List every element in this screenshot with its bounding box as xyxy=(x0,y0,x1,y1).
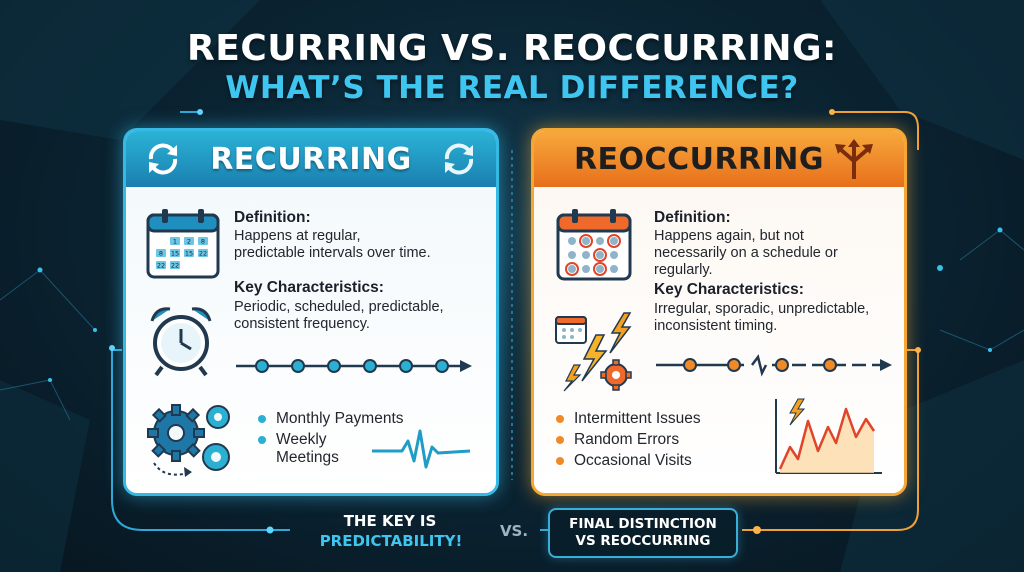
svg-text:22: 22 xyxy=(199,250,207,258)
recurring-characteristics-text: Periodic, scheduled, predictable, consis… xyxy=(234,299,444,332)
recurring-body: 1 2 8 8 15 15 22 22 22 Definition: Happens at … xyxy=(126,187,496,493)
refresh-cycle-icon xyxy=(444,143,474,175)
list-item: Weekly xyxy=(258,430,404,449)
svg-text:22: 22 xyxy=(157,262,165,270)
recurring-title: RECURRING xyxy=(210,141,412,177)
list-item: Monthly Payments xyxy=(258,409,404,428)
reoccurring-characteristics-text: Irregular, sporadic, unpredictable, inco… xyxy=(654,301,870,334)
reoccurring-card: REOCCURRING Definition: xyxy=(531,128,907,496)
list-item: Occasional Visits xyxy=(556,451,701,470)
gears-icon xyxy=(147,404,230,477)
svg-text:8: 8 xyxy=(201,238,205,246)
lightning-bolts-icon xyxy=(555,312,632,392)
svg-text:1: 1 xyxy=(173,238,177,246)
reoccurring-examples: Intermittent Issues Random Errors Occasi… xyxy=(556,409,701,472)
timeline-broken-icon xyxy=(656,354,892,377)
list-item: Random Errors xyxy=(556,430,701,449)
recurring-examples: Monthly Payments Weekly Meetings xyxy=(258,409,404,469)
pulse-wave-icon xyxy=(372,429,471,469)
reoccurring-title: REOCCURRING xyxy=(573,141,825,177)
refresh-cycle-icon xyxy=(148,143,178,175)
recurring-definition-text: Happens at regular, predictable interval… xyxy=(234,228,431,261)
list-item: Intermittent Issues xyxy=(556,409,701,428)
timeline-regular-icon xyxy=(236,359,472,373)
recurring-characteristics-label: Key Characteristics: xyxy=(234,279,384,296)
recurring-definition-label: Definition: xyxy=(234,209,311,226)
recurring-card: RECURRING xyxy=(123,128,499,496)
distinction-line-1: FINAL DISTINCTION xyxy=(569,516,717,532)
svg-text:15: 15 xyxy=(171,250,179,258)
calendar-icon: 1 2 8 8 15 15 22 22 22 xyxy=(146,209,220,279)
reoccurring-definition-label: Definition: xyxy=(654,209,731,226)
svg-text:15: 15 xyxy=(185,250,193,258)
title-line-2: WHAT’S THE REAL DIFFERENCE? xyxy=(225,70,799,106)
key-line-1: THE KEY IS xyxy=(343,512,437,530)
reoccurring-characteristics-label: Key Characteristics: xyxy=(654,281,804,298)
key-line-2: PREDICTABILITY! xyxy=(319,532,463,550)
svg-text:8: 8 xyxy=(159,250,163,258)
reoccurring-body: Definition: Happens again, but not neces… xyxy=(534,187,904,493)
reoccurring-header: REOCCURRING xyxy=(534,131,904,187)
recurring-header: RECURRING xyxy=(126,131,496,187)
title-line-1: RECURRING VS. REOCCURRING: xyxy=(187,28,837,69)
distinction-line-2: VS REOCCURRING xyxy=(575,533,711,549)
final-distinction-badge: FINAL DISTINCTION VS REOCCURRING xyxy=(548,508,738,558)
vs-label: VS. xyxy=(499,522,529,540)
svg-text:2: 2 xyxy=(187,238,191,246)
spiky-chart-icon xyxy=(775,398,882,474)
alarm-clock-icon xyxy=(150,307,212,377)
svg-text:22: 22 xyxy=(171,262,179,270)
calendar-random-icon xyxy=(556,209,632,281)
branching-arrows-icon xyxy=(835,139,873,179)
list-item: Meetings xyxy=(276,449,339,466)
reoccurring-definition-text: Happens again, but not necessarily on a … xyxy=(654,228,838,278)
